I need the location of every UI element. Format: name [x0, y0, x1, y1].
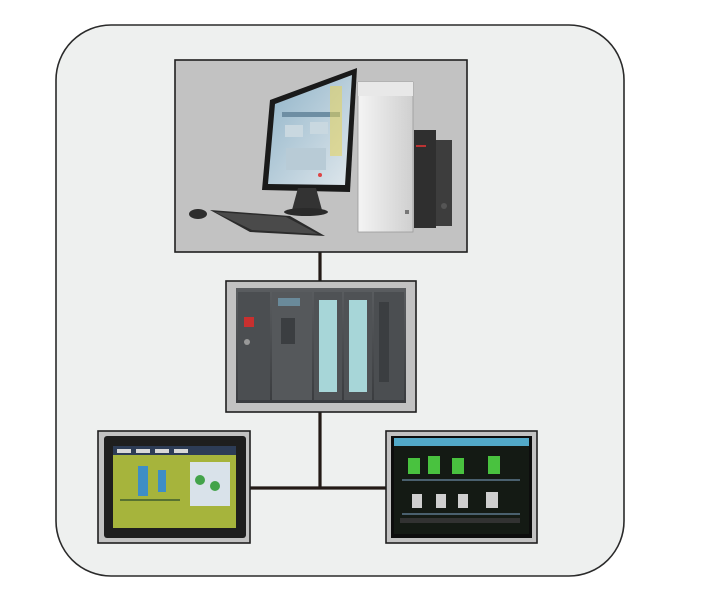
touch-panel-icon: [104, 436, 246, 538]
hmi-right-node: [386, 431, 537, 543]
plc-icon: [236, 288, 406, 403]
computer-node: [175, 60, 467, 252]
plc-node: [226, 281, 416, 412]
hmi-left-node: [98, 431, 250, 543]
scada-display-icon: [391, 436, 532, 538]
